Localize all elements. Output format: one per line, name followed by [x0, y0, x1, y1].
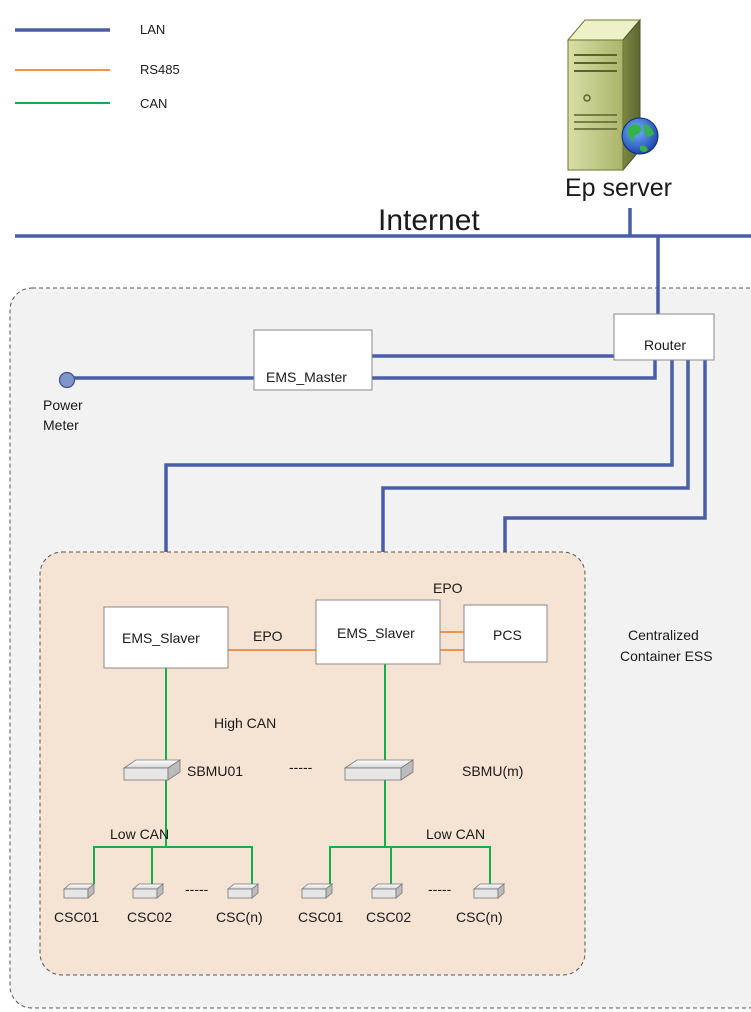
- low-can-label-1: Low CAN: [110, 826, 169, 842]
- ems-slaver-2-box: [315, 599, 441, 665]
- router-box: [613, 313, 715, 361]
- legend: LAN RS485 CAN: [15, 22, 180, 111]
- csc-device-icon: [300, 883, 334, 899]
- csc-label: CSC01: [54, 909, 99, 925]
- ems-slaver-2-lan: [381, 360, 690, 600]
- epo-label-1: EPO: [253, 628, 283, 644]
- legend-can-label: CAN: [140, 96, 167, 111]
- epo-label-2: EPO: [433, 580, 463, 596]
- sbmu01-label: SBMU01: [187, 763, 243, 779]
- power-meter-label-line1: Power: [43, 397, 83, 413]
- power-meter-label-line2: Meter: [43, 417, 79, 433]
- csc-label: CSC02: [366, 909, 411, 925]
- ems-master-box: [253, 329, 373, 391]
- sbmu-ellipsis: -----: [289, 759, 313, 775]
- low-can-label-2: Low CAN: [426, 826, 485, 842]
- low-can-bus-1: [93, 846, 253, 884]
- legend-lan-label: LAN: [140, 22, 165, 37]
- csc-ellipsis: -----: [428, 881, 452, 897]
- csc-label: CSC(n): [216, 909, 263, 925]
- pcs-label: PCS: [493, 627, 522, 643]
- server-label: Ep server: [565, 174, 672, 202]
- low-can-bus-2: [329, 846, 491, 884]
- server-globe-icon: [566, 18, 659, 172]
- csc-device-icon: [370, 883, 404, 899]
- high-can-label: High CAN: [214, 715, 276, 731]
- container-label-line1: Centralized: [628, 627, 699, 643]
- router-label: Router: [644, 337, 686, 353]
- csc-device-icon: [62, 883, 96, 899]
- csc-device-icon: [226, 883, 260, 899]
- ems-slaver-1-label: EMS_Slaver: [122, 630, 200, 646]
- container-label-line2: Container ESS: [620, 648, 713, 664]
- csc-label: CSC02: [127, 909, 172, 925]
- ems-slaver-1-box: [103, 606, 229, 669]
- ems-slaver-1-lan: [164, 360, 674, 607]
- internet-label: Internet: [378, 204, 480, 237]
- csc-device-icon: [472, 883, 506, 899]
- legend-rs485-label: RS485: [140, 62, 180, 77]
- power-meter-icon: [58, 371, 76, 389]
- sbmu-m-device-icon: [343, 759, 415, 781]
- pcs-box: [463, 604, 548, 663]
- csc-device-icon: [131, 883, 165, 899]
- ems-slaver-2-label: EMS_Slaver: [337, 625, 415, 641]
- csc-label: CSC01: [298, 909, 343, 925]
- sbmu-m-label: SBMU(m): [462, 763, 523, 779]
- csc-ellipsis: -----: [185, 881, 209, 897]
- ems-master-label: EMS_Master: [266, 369, 347, 385]
- sbmu01-device-icon: [122, 759, 182, 781]
- csc-label: CSC(n): [456, 909, 503, 925]
